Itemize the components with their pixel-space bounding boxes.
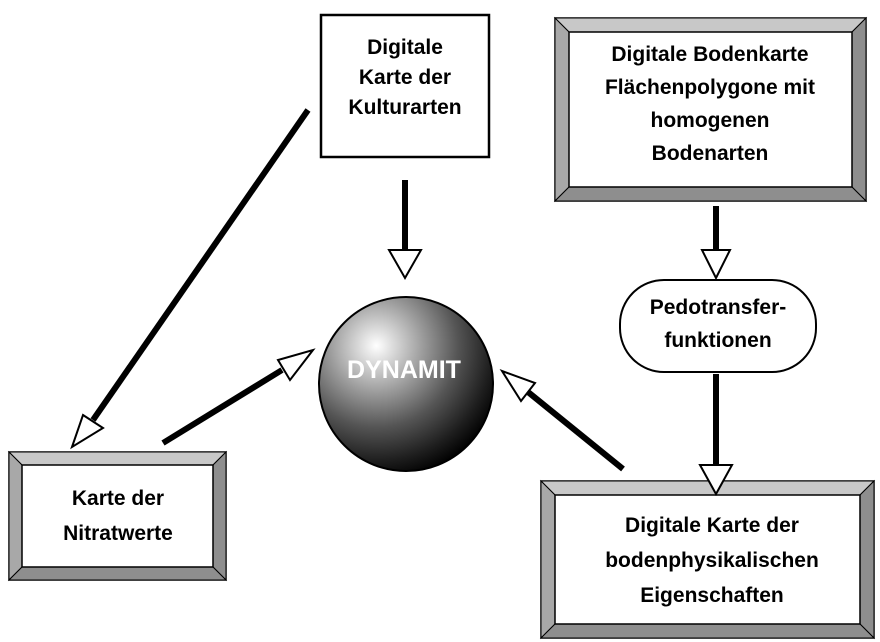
physik-line-3: Eigenschaften [640, 584, 784, 607]
physik-line-1: Digitale Karte der [625, 514, 799, 537]
arrow-kulturarten-to-nitrat [70, 108, 311, 450]
arrow-pedotransfer-to-physik [698, 374, 734, 497]
arrow-nitrat-to-dynamit [161, 348, 316, 446]
kulturarten-line-1: Digitale [367, 36, 443, 59]
dynamit-label: DYNAMIT [347, 356, 461, 384]
pedotransfer-node: Pedotransfer-funktionen [619, 279, 817, 373]
arrow-physik-to-dynamit [499, 369, 625, 472]
arrow-kulturarten-to-dynamit [387, 180, 423, 281]
dynamit-sphere: DYNAMIT [318, 296, 494, 472]
bodenkarte-line-2: Flächenpolygone mit [605, 76, 815, 99]
bodenkarte-line-1: Digitale Bodenkarte [611, 43, 808, 66]
bodenkarte-line-4: Bodenarten [652, 142, 769, 165]
bodenkarte-line-3: homogenen [651, 109, 770, 132]
svg-text:Pedotransfer-funktionen: Pedotransfer-funktionen [650, 296, 787, 352]
pedotransfer-line-2: funktionen [664, 329, 771, 352]
nitrat-line-2: Nitratwerte [63, 522, 173, 545]
nitrat-line-1: Karte der [72, 487, 164, 510]
arrow-bodenkarte-to-pedotransfer [700, 206, 732, 281]
kulturarten-line-2: Karte der [359, 66, 451, 89]
pedotransfer-line-1: Pedotransfer- [650, 296, 787, 319]
physik-line-2: bodenphysikalischen [605, 549, 819, 572]
kulturarten-line-3: Kulturarten [348, 96, 461, 119]
